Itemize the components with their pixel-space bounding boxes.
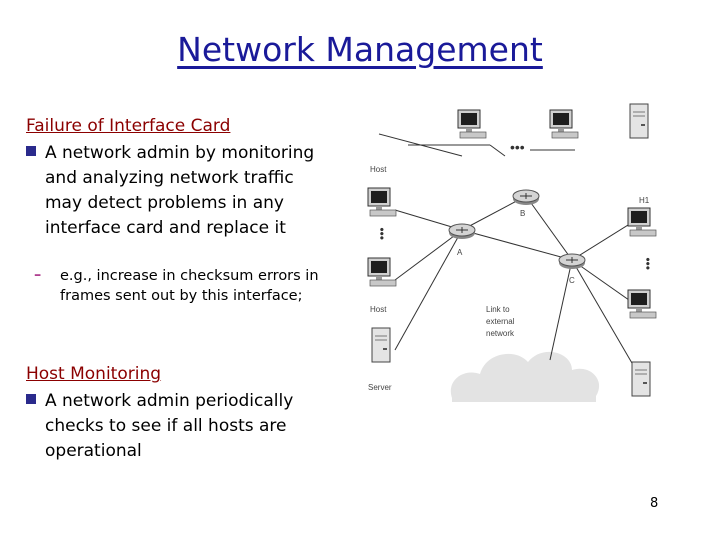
bullet-text: A network admin by monitoring and analyz… (45, 143, 315, 238)
bullet-interface-card: A network admin by monitoring and analyz… (26, 141, 326, 241)
h1-icon (627, 207, 657, 237)
ellipsis-right-icon: ••• (641, 257, 655, 270)
pc-top-left-icon (457, 109, 487, 139)
bullet-text: A network admin periodically checks to s… (45, 391, 294, 461)
network-diagram: ••• ••• ••• Host Host Server H1 A B C Li… (367, 103, 657, 402)
section-heading-host-monitoring: Host Monitoring (26, 364, 162, 384)
pc-top-right-icon (549, 109, 579, 139)
label-server: Server (368, 383, 392, 392)
page-number: 8 (650, 496, 659, 511)
router-a-icon (448, 223, 476, 240)
section-heading-interface-card: Failure of Interface Card (26, 116, 231, 136)
label-router-b: B (520, 209, 525, 218)
label-h1: H1 (639, 196, 650, 205)
label-router-a: A (457, 248, 463, 257)
server-bottom-left-icon (371, 327, 391, 363)
sub-bullet-text: e.g., increase in checksum errors in fra… (60, 268, 319, 304)
router-c-icon (558, 253, 586, 270)
page-title: Network Management (177, 30, 543, 69)
pc-right-icon (627, 289, 657, 319)
server-bottom-right-icon (631, 361, 651, 397)
label-external-3: network (486, 329, 515, 338)
label-host-bottom: Host (370, 305, 387, 314)
sub-bullet-checksum: – e.g., increase in checksum errors in f… (34, 266, 334, 306)
ellipsis-top-icon: ••• (510, 139, 525, 155)
router-b-icon (512, 189, 540, 206)
label-external-2: external (486, 317, 515, 326)
ellipsis-left-icon: ••• (375, 227, 389, 240)
server-top-right-icon (629, 103, 649, 139)
label-host-top: Host (370, 165, 387, 174)
label-router-c: C (569, 276, 575, 285)
host-top-icon (367, 187, 397, 217)
dash-icon: – (34, 267, 42, 283)
bullet-host-monitoring: A network admin periodically checks to s… (26, 389, 326, 464)
host-bottom-icon (367, 257, 397, 287)
label-external-1: Link to (486, 305, 510, 314)
external-network-cloud (450, 351, 600, 402)
bullet-marker-icon (26, 394, 36, 404)
bullet-marker-icon (26, 146, 36, 156)
